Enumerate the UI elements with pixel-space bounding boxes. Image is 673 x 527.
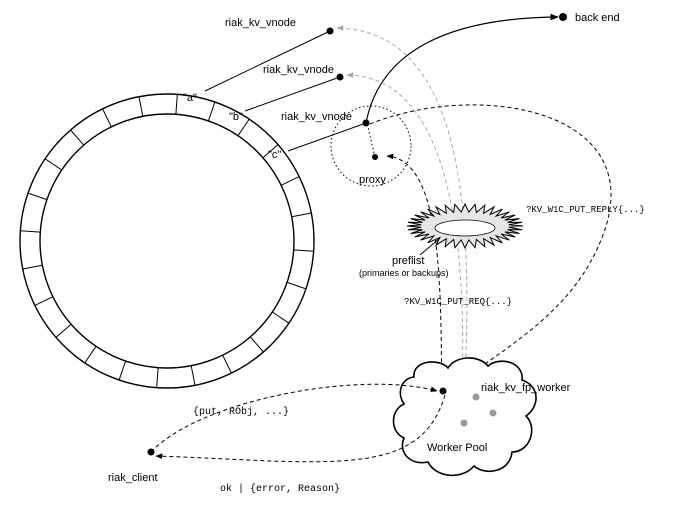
vnode-b-label: riak_kv_vnode — [263, 64, 334, 76]
vnode-a-dot — [326, 27, 334, 35]
partition-label-a: "a" — [183, 92, 197, 104]
ring-divider — [190, 365, 196, 386]
ring-divider — [293, 249, 314, 252]
link-b-to-vnode — [244, 76, 341, 112]
proxy-to-vnode-link — [367, 126, 376, 158]
ring-divider — [102, 108, 112, 128]
put-call-label: {put, RObj, ...} — [193, 406, 289, 418]
ring-divider — [222, 354, 232, 374]
put-reply-arrow — [369, 104, 612, 388]
ring-divider — [118, 360, 127, 381]
preflist-pointer — [419, 237, 441, 256]
vnode-c-label: riak_kv_vnode — [281, 111, 352, 123]
reply-arrow — [155, 394, 446, 463]
ring-divider — [34, 296, 54, 306]
ring-outer-circle — [19, 93, 315, 389]
link-c-to-vnode — [287, 122, 367, 152]
ring-divider — [237, 118, 250, 136]
client-label: riak_client — [108, 472, 158, 484]
preflist-hole — [434, 219, 496, 237]
ring-divider — [27, 192, 48, 201]
ring-divider — [22, 264, 43, 270]
ring-divider — [55, 323, 72, 338]
partition-label-b: "b" — [229, 111, 243, 123]
vnode-to-backend-arrow — [365, 13, 559, 124]
ring-divider — [286, 281, 307, 290]
preflist-note: (primaries or backups) — [359, 268, 449, 278]
worker-pool-cloud — [392, 357, 537, 477]
put-req-label: ?KV_W1C_PUT_REQ{...} — [404, 297, 512, 307]
reply-label: ok | {error, Reason} — [220, 483, 340, 495]
ring-divider — [207, 101, 216, 122]
ring-divider — [175, 94, 178, 115]
worker-pool-label: Worker Pool — [427, 442, 487, 454]
ring-divider — [156, 367, 159, 388]
ring-divider — [70, 129, 85, 146]
vnode-a-label: riak_kv_vnode — [225, 17, 296, 29]
ring-divider — [262, 144, 279, 159]
link-a-to-vnode — [204, 30, 331, 92]
worker-pool-dot-1 — [472, 393, 480, 401]
hash-ring — [19, 93, 315, 389]
ring-divider — [280, 176, 300, 186]
worker-pool-dot-3 — [489, 409, 497, 417]
backend-label: back end — [575, 12, 620, 24]
partition-label-c: "c" — [268, 149, 281, 161]
preflist-label: preflist — [392, 255, 424, 267]
backend-dot — [559, 13, 567, 21]
ring-divider — [84, 346, 97, 364]
ring-divider — [138, 96, 144, 117]
worker-pool-dot-2 — [460, 419, 468, 427]
ring-divider — [249, 336, 264, 353]
vnode-b-dot — [336, 73, 344, 81]
ring-divider — [20, 230, 41, 233]
ring-divider — [44, 158, 62, 171]
put-req-to-proxy-arrow — [386, 153, 443, 391]
proxy-label: proxy — [359, 174, 386, 186]
ring-partition-dividers — [20, 94, 314, 388]
ring-divider — [272, 311, 290, 324]
worker-label: riak_kv_fp_worker — [481, 382, 571, 394]
proxy-circle — [330, 105, 412, 187]
worker-dot — [439, 387, 447, 395]
put-call-arrow — [150, 383, 438, 453]
replica-arrow-to-vnode-a — [336, 25, 468, 386]
ring-divider — [291, 212, 312, 218]
ring-inner-circle — [39, 113, 295, 369]
put-reply-label: ?KV_W1C_PUT_REPLY{...} — [526, 205, 645, 215]
